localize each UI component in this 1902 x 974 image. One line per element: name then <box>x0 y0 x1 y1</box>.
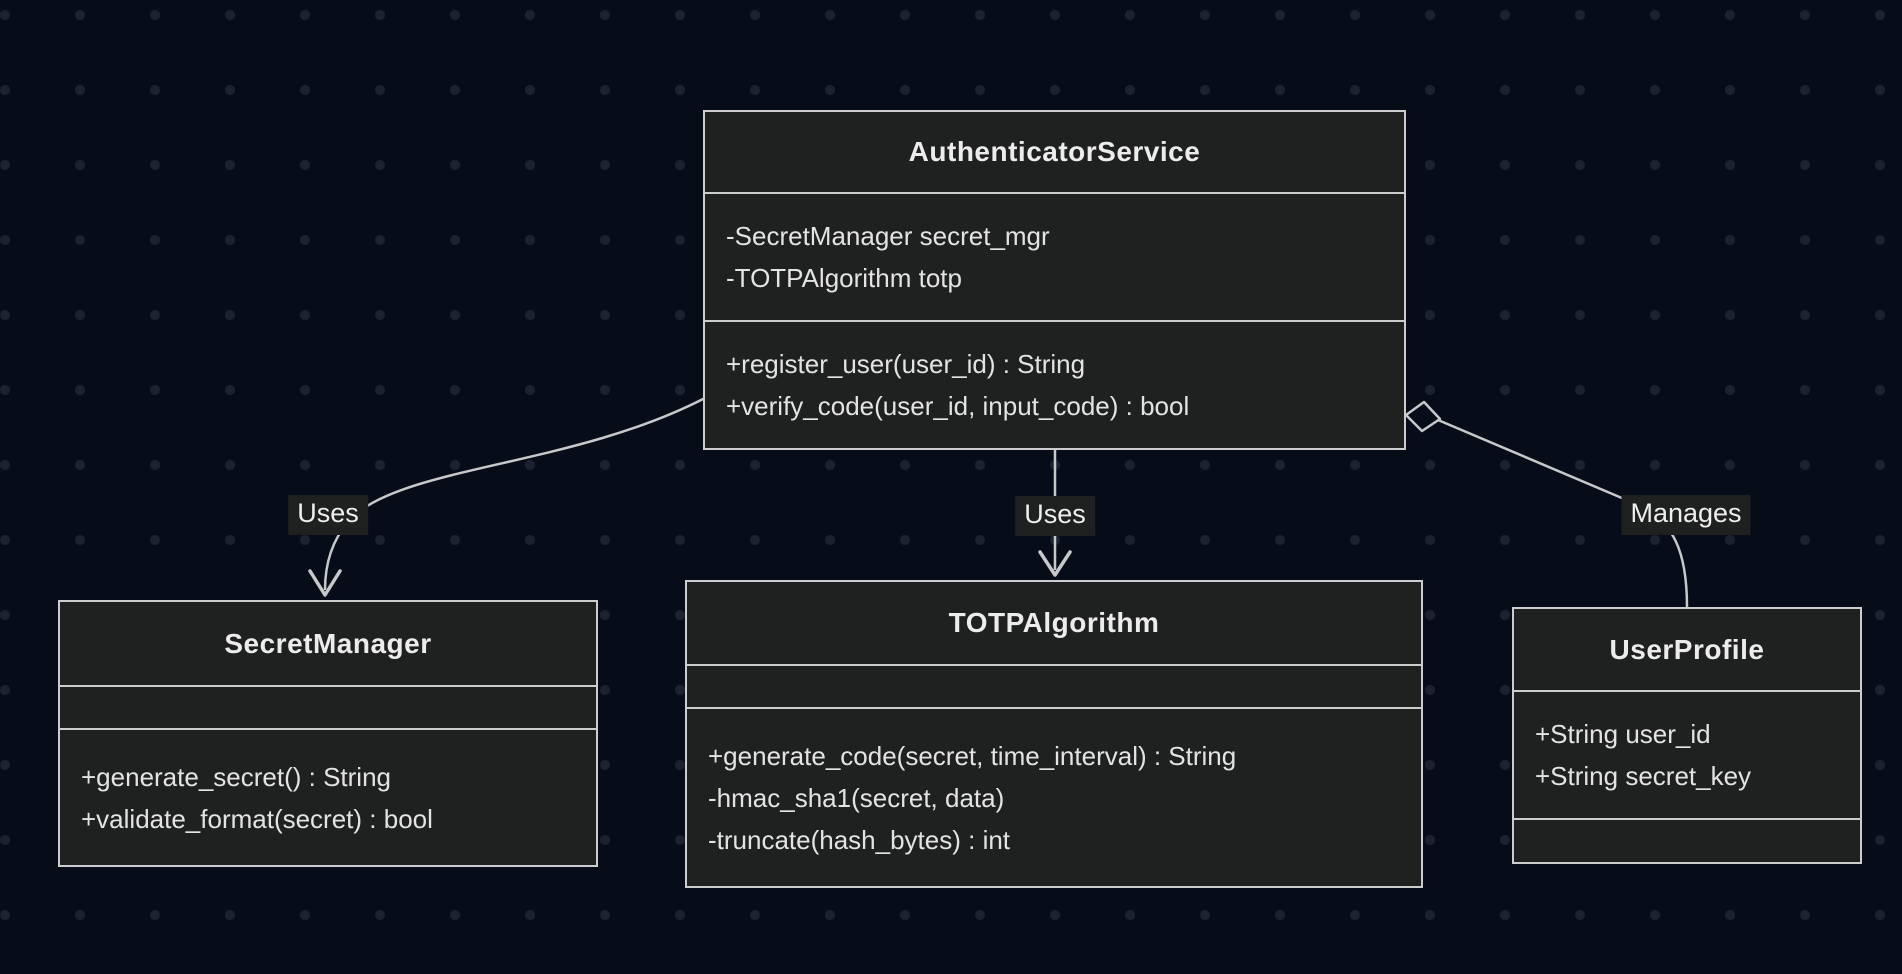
attribute-row: -SecretManager secret_mgr <box>726 221 1050 251</box>
method-row: +generate_secret() : String <box>81 761 391 792</box>
methods-section: +register_user(user_id) : String +verify… <box>705 322 1404 448</box>
class-header: TOTPAlgorithm <box>687 582 1421 666</box>
class-title: SecretManager <box>224 627 432 659</box>
edge-label-uses-secret-manager: Uses <box>288 494 368 536</box>
class-header: UserProfile <box>1514 609 1860 692</box>
open-arrowhead-icon <box>308 569 342 597</box>
attributes-section: +String user_id +String secret_key <box>1514 692 1860 820</box>
class-node-secret-manager: SecretManager +generate_secret() : Strin… <box>58 600 598 867</box>
method-row: +generate_code(secret, time_interval) : … <box>708 740 1237 771</box>
attributes-section <box>60 687 596 730</box>
edge-uses-secret-manager <box>308 396 706 597</box>
class-header: AuthenticatorService <box>705 112 1404 194</box>
attribute-row: +String secret_key <box>1535 761 1752 791</box>
open-arrowhead-icon <box>1038 550 1072 577</box>
methods-section <box>1514 820 1860 862</box>
method-row: -hmac_sha1(secret, data) <box>708 782 1005 813</box>
class-node-authenticator-service: AuthenticatorService -SecretManager secr… <box>703 110 1406 450</box>
method-row: +register_user(user_id) : String <box>726 349 1086 379</box>
class-node-totp-algorithm: TOTPAlgorithm +generate_code(secret, tim… <box>685 580 1423 888</box>
methods-section: +generate_secret() : String +validate_fo… <box>60 730 596 865</box>
class-title: UserProfile <box>1609 633 1765 665</box>
method-row: -truncate(hash_bytes) : int <box>708 824 1011 855</box>
attributes-section: -SecretManager secret_mgr -TOTPAlgorithm… <box>705 194 1404 322</box>
method-row: +validate_format(secret) : bool <box>81 803 433 834</box>
attributes-section <box>687 666 1421 709</box>
attribute-row: +String user_id <box>1535 719 1711 749</box>
class-title: TOTPAlgorithm <box>948 607 1160 638</box>
aggregation-diamond-icon <box>1404 400 1442 433</box>
attribute-row: -TOTPAlgorithm totp <box>726 263 962 293</box>
methods-section: +generate_code(secret, time_interval) : … <box>687 709 1421 886</box>
method-row: +verify_code(user_id, input_code) : bool <box>726 391 1190 421</box>
edge-label-manages-user-profile: Manages <box>1621 494 1751 536</box>
edge-label-uses-totp-algorithm: Uses <box>1015 495 1095 537</box>
class-title: AuthenticatorService <box>908 136 1201 167</box>
class-node-user-profile: UserProfile +String user_id +String secr… <box>1512 607 1862 864</box>
class-header: SecretManager <box>60 602 596 687</box>
